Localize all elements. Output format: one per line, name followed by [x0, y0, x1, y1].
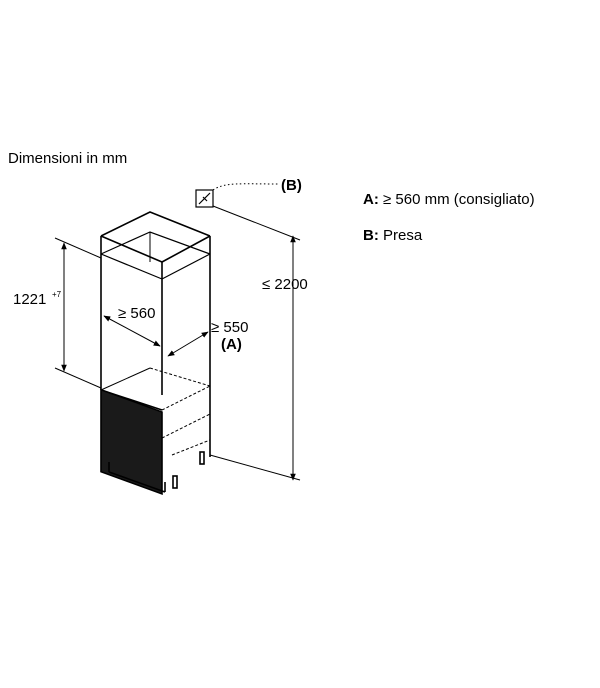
legend-text-b: Presa	[383, 227, 423, 244]
socket-leader-line	[212, 183, 279, 191]
lower-shelf-hidden	[161, 413, 211, 439]
total-height-label: ≤ 2200	[262, 276, 308, 293]
depth-label: ≥ 550	[211, 319, 248, 336]
cabinet-top-right-edge	[161, 235, 211, 263]
niche-bottom-back	[149, 367, 211, 387]
foot-back	[199, 451, 205, 465]
niche-height-ext-top	[54, 237, 102, 259]
socket-ref-label: (B)	[281, 177, 302, 194]
legend-key-b: B:	[363, 227, 379, 244]
foot-front	[172, 475, 178, 489]
lower-door-panel	[100, 388, 163, 496]
total-height-ext-bottom	[209, 454, 301, 481]
legend-text-a: ≥ 560 mm (consigliato)	[383, 191, 535, 208]
total-height-ext-top	[212, 205, 301, 241]
depth-arrow	[167, 331, 209, 357]
legend-item-a: A: ≥ 560 mm (consigliato)	[363, 191, 535, 208]
cabinet	[100, 211, 211, 496]
niche-height-tolerance: +7	[52, 290, 62, 299]
cabinet-feet	[172, 451, 205, 489]
niche-width-label: ≥ 560	[118, 305, 155, 322]
plinth-hidden	[171, 439, 211, 456]
cabinet-top-front-edge	[100, 235, 163, 263]
niche-bottom-right	[161, 385, 211, 411]
upper-shelf-side	[161, 253, 211, 280]
plinth-bottom	[108, 471, 166, 493]
upper-shelf-front	[100, 253, 163, 280]
socket-icon	[195, 189, 214, 208]
socket-slot-2	[202, 196, 208, 202]
niche-height-ext-bottom	[54, 367, 102, 389]
diagram-title: Dimensioni in mm	[8, 150, 128, 167]
cabinet-top-edges	[100, 211, 211, 237]
legend-item-b: B: Presa	[363, 227, 422, 244]
niche-bottom-left	[100, 367, 151, 391]
niche-height-label: 1221	[13, 291, 46, 308]
total-height-dimension	[209, 205, 301, 481]
niche-width-arrow	[103, 315, 161, 347]
depth-ref-label: (A)	[221, 336, 242, 353]
legend-key-a: A:	[363, 191, 379, 208]
niche-height-dimension	[54, 237, 102, 389]
